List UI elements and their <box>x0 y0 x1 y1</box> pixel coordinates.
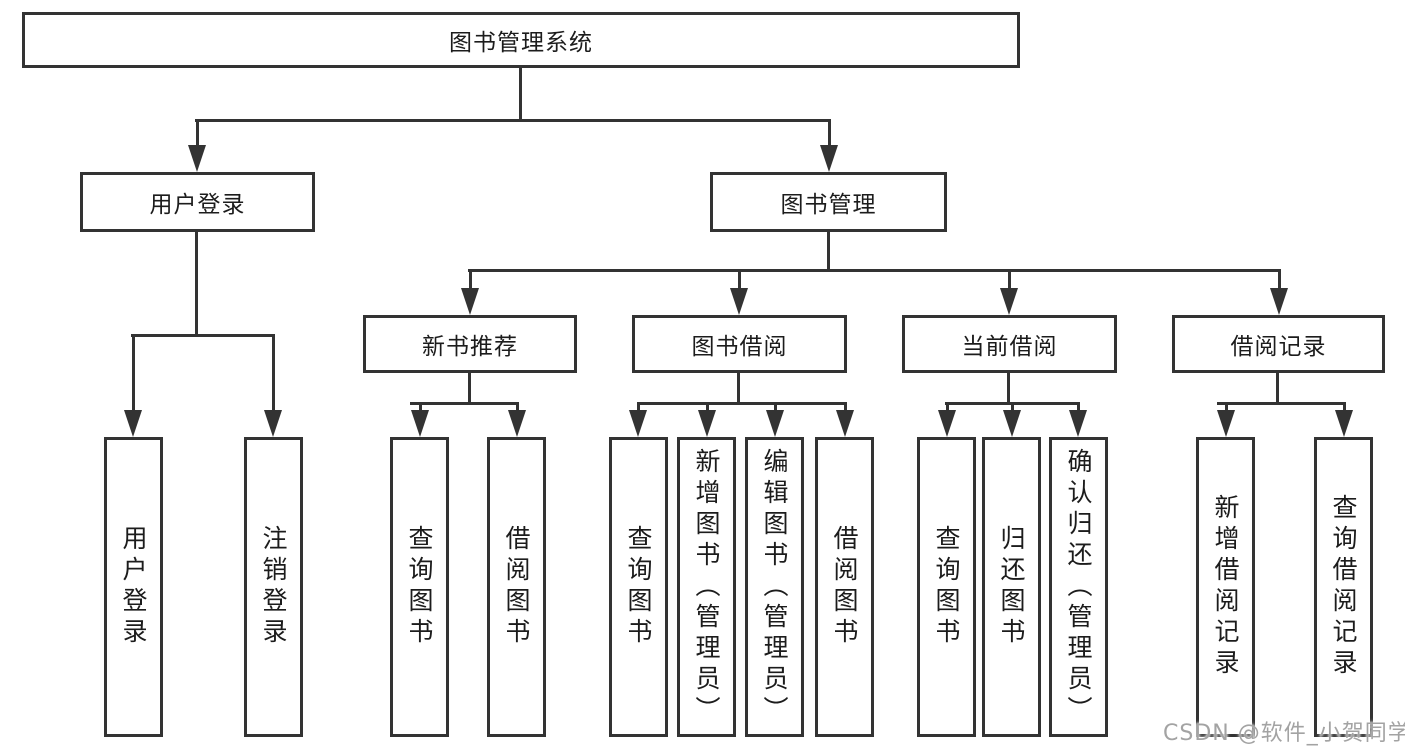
arrow-to-nb-query <box>411 402 429 437</box>
leaf-bw-query-books: 查询图书 <box>609 437 668 737</box>
leaf-rec-add-record: 新增借阅记录 <box>1196 437 1255 737</box>
csdn-watermark: CSDN @软件_小贺同学 <box>1163 721 1405 746</box>
arrow-to-leaf-logout <box>264 334 282 437</box>
arrow-to-rec-add <box>1217 402 1235 437</box>
leaf-cur-confirm-return-admin: 确认归还（管理员） <box>1049 437 1108 737</box>
arrow-to-nb-borrow <box>508 402 526 437</box>
connector-stem-book-borrow <box>737 373 740 405</box>
leaf-rec-query-record: 查询借阅记录 <box>1314 437 1373 737</box>
leaf-logout-login: 注销登录 <box>244 437 303 737</box>
connector-stem-borrow-records <box>1276 373 1279 405</box>
arrow-to-new-books <box>461 269 479 315</box>
leaf-cur-return-books: 归还图书 <box>982 437 1041 737</box>
leaf-bw-edit-books-admin: 编辑图书（管理员） <box>745 437 804 737</box>
connector-rail-book-borrow <box>637 402 846 405</box>
node-book-management: 图书管理 <box>710 172 947 232</box>
node-borrow-records: 借阅记录 <box>1172 315 1385 373</box>
arrow-to-cur-confirm <box>1069 402 1087 437</box>
node-new-book-recommend: 新书推荐 <box>363 315 577 373</box>
arrow-to-cur-return <box>1003 402 1021 437</box>
arrow-to-rec-query <box>1335 402 1353 437</box>
connector-rail-borrow-records <box>1217 402 1345 405</box>
leaf-nb-borrow-books: 借阅图书 <box>487 437 546 737</box>
leaf-bw-borrow-books: 借阅图书 <box>815 437 874 737</box>
leaf-nb-query-books: 查询图书 <box>390 437 449 737</box>
connector-rail-user-login <box>131 334 275 337</box>
node-current-borrow: 当前借阅 <box>902 315 1117 373</box>
connector-stem-current-borrow <box>1007 373 1010 405</box>
node-book-borrow: 图书借阅 <box>632 315 847 373</box>
arrow-to-bw-query <box>629 402 647 437</box>
arrow-to-bw-borrow <box>836 402 854 437</box>
leaf-cur-query-books: 查询图书 <box>917 437 976 737</box>
arrow-to-bw-add <box>698 402 716 437</box>
connector-stem-new-books <box>468 373 471 405</box>
connector-stem-user-login <box>195 232 198 337</box>
arrow-to-current-borrow <box>1000 269 1018 315</box>
arrow-to-user-login <box>188 119 206 172</box>
arrow-to-cur-query <box>938 402 956 437</box>
connector-stem-root <box>519 68 522 122</box>
node-root: 图书管理系统 <box>22 12 1020 68</box>
arrow-to-leaf-user-login <box>124 334 142 437</box>
connector-rail-book-mgmt <box>468 269 1281 272</box>
leaf-bw-add-books-admin: 新增图书（管理员） <box>677 437 736 737</box>
arrow-to-book-borrow <box>730 269 748 315</box>
connector-rail-level1 <box>195 119 831 122</box>
connector-stem-book-mgmt <box>827 232 830 272</box>
arrow-to-borrow-records <box>1270 269 1288 315</box>
arrow-to-book-mgmt <box>820 119 838 172</box>
node-user-login: 用户登录 <box>80 172 315 232</box>
connector-rail-new-books <box>410 402 519 405</box>
leaf-user-login: 用户登录 <box>104 437 163 737</box>
arrow-to-bw-edit <box>766 402 784 437</box>
